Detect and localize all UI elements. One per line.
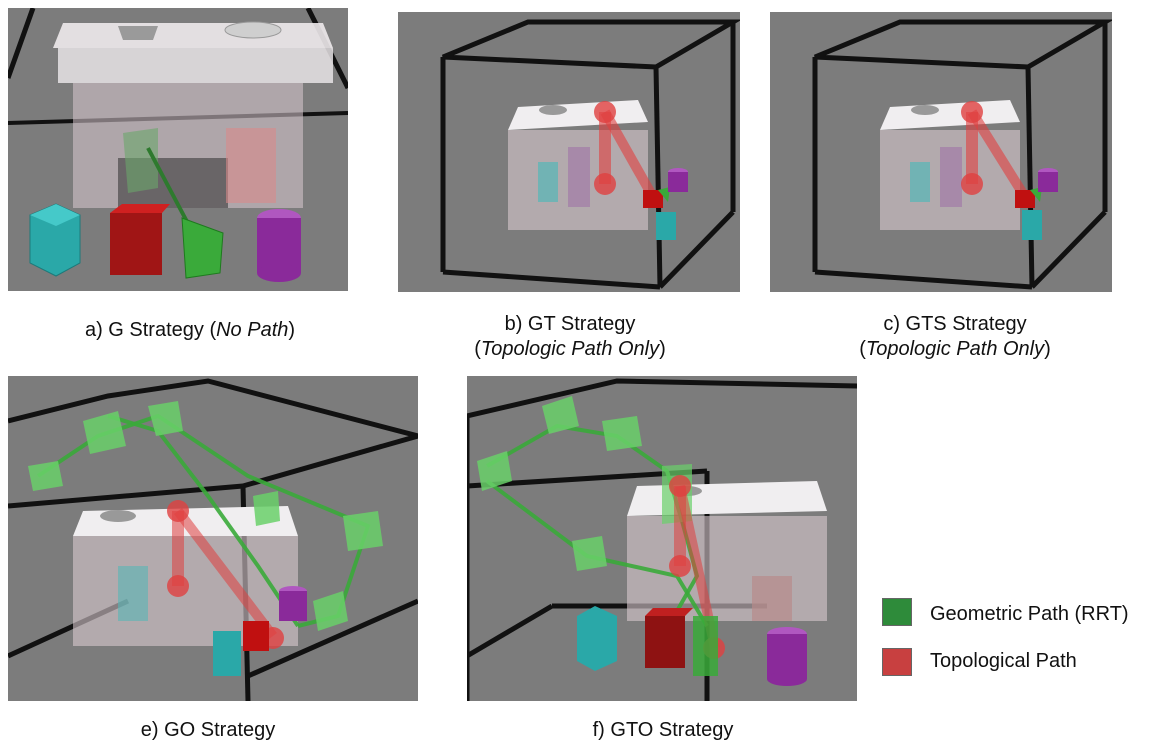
caption-a-main: a) G Strategy (	[84, 319, 217, 341]
caption-b: b) GT Strategy (Topologic Path Only)	[435, 312, 705, 362]
scene-a	[8, 8, 348, 282]
scene-e	[8, 378, 418, 701]
panel-c-image	[770, 12, 1112, 292]
scene-c	[812, 19, 1112, 290]
panel-a-image	[8, 8, 348, 291]
caption-a-tail: )	[288, 319, 296, 341]
caption-c-line2: (Topologic Path Only)	[859, 338, 1051, 360]
caption-f: f) GTO Strategy	[553, 718, 773, 743]
caption-c: c) GTS Strategy (Topologic Path Only)	[820, 312, 1090, 362]
panel-f-image	[467, 376, 857, 701]
caption-a: a) G Strategy (No Path)	[40, 318, 340, 343]
caption-f-main: f) GTO Strategy	[592, 719, 734, 741]
caption-b-italic: Topologic Path Only	[480, 338, 660, 360]
panel-e-image	[8, 376, 418, 701]
scene-b	[440, 19, 740, 290]
caption-e: e) GO Strategy	[98, 718, 318, 743]
legend-swatch-topological	[882, 648, 912, 676]
caption-b-line2: (Topologic Path Only)	[474, 338, 666, 360]
legend-label-geometric: Geometric Path (RRT)	[930, 603, 1129, 625]
caption-a-italic: No Path	[216, 319, 289, 341]
legend-swatch-geometric	[882, 598, 912, 626]
scene-f	[467, 378, 857, 701]
panel-b-image	[398, 12, 740, 292]
legend-label-topological: Topological Path	[930, 650, 1077, 672]
caption-e-main: e) GO Strategy	[140, 719, 276, 741]
caption-c-italic: Topologic Path Only	[865, 338, 1045, 360]
caption-b-line1: b) GT Strategy	[504, 313, 636, 335]
caption-c-line1: c) GTS Strategy	[883, 313, 1027, 335]
